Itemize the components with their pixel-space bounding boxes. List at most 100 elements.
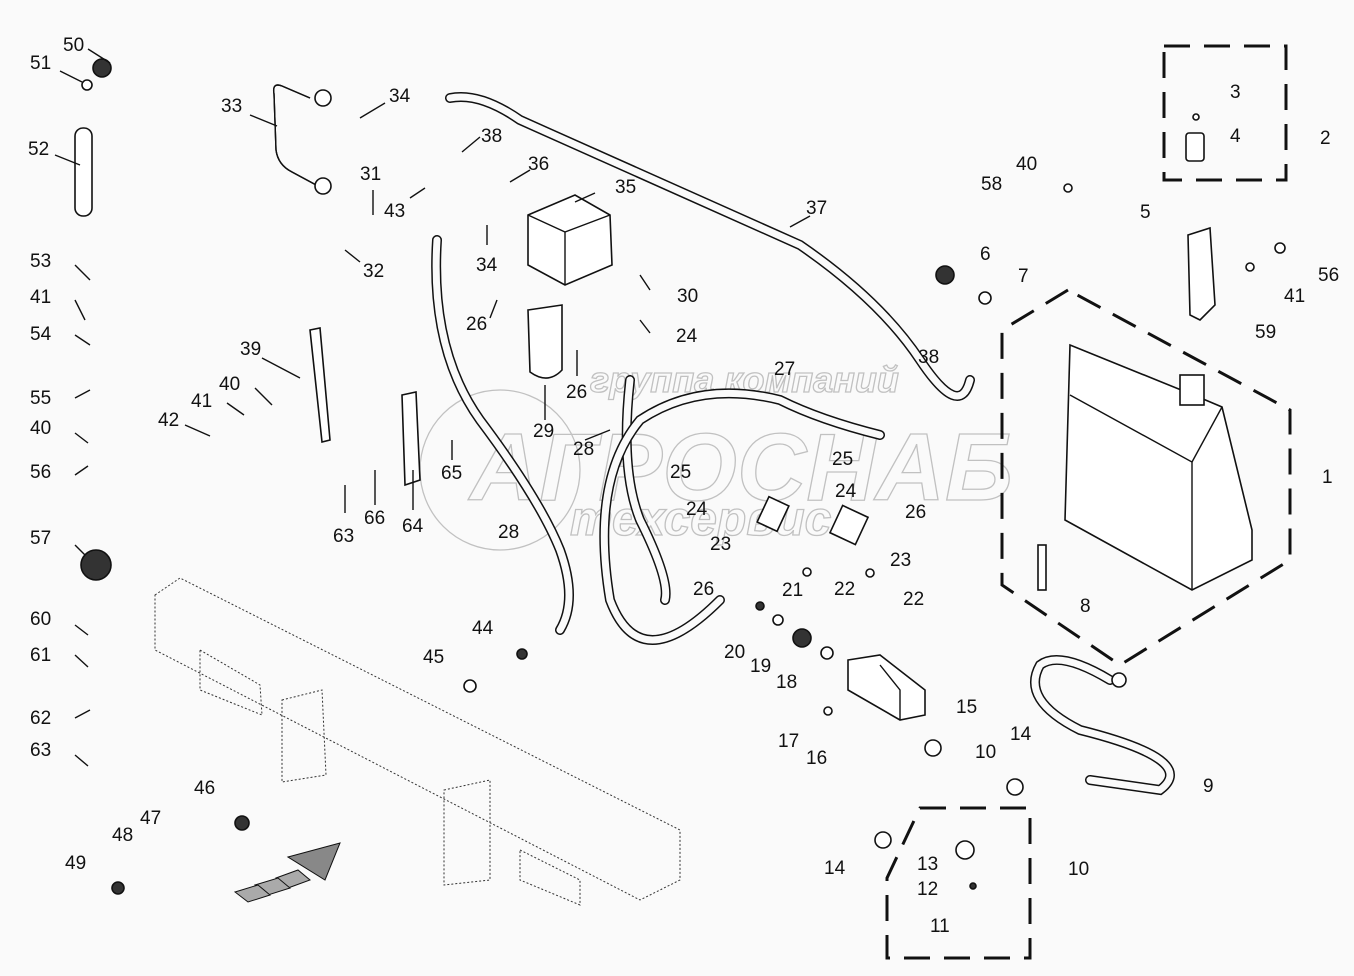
callout-56-a[interactable]: 56 — [30, 462, 51, 483]
callout-14-lower[interactable]: 14 — [824, 858, 846, 879]
callout-13[interactable]: 13 — [917, 854, 938, 875]
callout-55[interactable]: 55 — [30, 388, 51, 409]
direction-arrow — [233, 842, 341, 903]
callout-43[interactable]: 43 — [384, 201, 405, 222]
frame-rear-beam — [154, 577, 681, 906]
callout-61[interactable]: 61 — [30, 645, 51, 666]
callout-63-a[interactable]: 63 — [30, 740, 51, 761]
callout-25-a[interactable]: 25 — [670, 462, 691, 483]
callout-10-pump[interactable]: 10 — [975, 742, 996, 763]
callout-64[interactable]: 64 — [402, 516, 424, 537]
bracket-59 — [1187, 226, 1216, 321]
callout-35[interactable]: 35 — [615, 177, 636, 198]
callout-24-b[interactable]: 24 — [686, 499, 708, 520]
callout-41-b[interactable]: 41 — [30, 287, 51, 308]
callout-labels: 1 2 3 4 5 6 7 8 9 10 10 11 12 13 14 14 1… — [28, 35, 1339, 937]
watermark-line2: АГРОСНАБ — [468, 414, 1013, 521]
callout-44[interactable]: 44 — [472, 618, 494, 639]
callout-48[interactable]: 48 — [112, 825, 133, 846]
callout-3[interactable]: 3 — [1230, 82, 1241, 103]
callout-51[interactable]: 51 — [30, 53, 51, 74]
callout-28-b[interactable]: 28 — [498, 522, 519, 543]
callout-29[interactable]: 29 — [533, 421, 554, 442]
sight-gauge — [1037, 544, 1047, 591]
callout-34-b[interactable]: 34 — [476, 255, 498, 276]
callout-26-b[interactable]: 26 — [566, 382, 587, 403]
callout-10-box[interactable]: 10 — [1068, 859, 1089, 880]
bracket-39 — [309, 327, 331, 443]
callout-23-a[interactable]: 23 — [710, 534, 731, 555]
hydraulic-tank — [1037, 343, 1253, 591]
callout-56-b[interactable]: 56 — [1318, 265, 1339, 286]
callout-24-a[interactable]: 24 — [676, 326, 698, 347]
callout-30[interactable]: 30 — [677, 286, 698, 307]
callout-23-b[interactable]: 23 — [890, 550, 911, 571]
callout-47[interactable]: 47 — [140, 808, 161, 829]
callout-53[interactable]: 53 — [30, 251, 51, 272]
callout-28-a[interactable]: 28 — [573, 439, 594, 460]
callout-20[interactable]: 20 — [724, 642, 745, 663]
filter-29 — [527, 304, 563, 379]
callout-65[interactable]: 65 — [441, 463, 462, 484]
callout-21[interactable]: 21 — [782, 580, 803, 601]
callout-39[interactable]: 39 — [240, 339, 261, 360]
callout-42[interactable]: 42 — [158, 410, 179, 431]
callout-25-b[interactable]: 25 — [832, 449, 853, 470]
callout-60[interactable]: 60 — [30, 609, 51, 630]
callout-33[interactable]: 33 — [221, 96, 242, 117]
callout-36[interactable]: 36 — [528, 154, 549, 175]
hydraulic-pump-15 — [847, 654, 926, 721]
callout-8[interactable]: 8 — [1080, 596, 1091, 617]
callout-22-b[interactable]: 22 — [903, 589, 924, 610]
callout-18[interactable]: 18 — [776, 672, 797, 693]
assembly-box-2 — [1162, 44, 1288, 182]
callout-11[interactable]: 11 — [930, 916, 950, 937]
block-23b — [828, 504, 870, 546]
callout-41-a[interactable]: 41 — [191, 391, 212, 412]
callout-54[interactable]: 54 — [30, 324, 52, 345]
callout-7[interactable]: 7 — [1018, 266, 1029, 287]
callout-5[interactable]: 5 — [1140, 202, 1151, 223]
callout-63-b[interactable]: 63 — [333, 526, 354, 547]
callout-2[interactable]: 2 — [1320, 128, 1331, 149]
callout-34-a[interactable]: 34 — [389, 86, 411, 107]
callout-12[interactable]: 12 — [917, 879, 938, 900]
callout-40-a[interactable]: 40 — [219, 374, 240, 395]
callout-52[interactable]: 52 — [28, 139, 49, 160]
callout-19[interactable]: 19 — [750, 656, 771, 677]
watermark: группа компаний АГРОСНАБ техсервис — [419, 358, 1014, 551]
callout-59[interactable]: 59 — [1255, 322, 1276, 343]
assembly-box-10 — [885, 806, 1032, 960]
callout-27[interactable]: 27 — [774, 359, 795, 380]
callout-22-a[interactable]: 22 — [834, 579, 855, 600]
callout-57[interactable]: 57 — [30, 528, 51, 549]
assembly-box-1 — [1000, 288, 1292, 667]
callout-32[interactable]: 32 — [363, 261, 384, 282]
callout-58[interactable]: 58 — [981, 174, 1002, 195]
callout-26-a[interactable]: 26 — [466, 314, 487, 335]
callout-66[interactable]: 66 — [364, 508, 385, 529]
callout-26-d[interactable]: 26 — [905, 502, 926, 523]
callout-16[interactable]: 16 — [806, 748, 827, 769]
callout-50[interactable]: 50 — [63, 35, 84, 56]
callout-15[interactable]: 15 — [956, 697, 977, 718]
callout-45[interactable]: 45 — [423, 647, 444, 668]
callout-49[interactable]: 49 — [65, 853, 86, 874]
callout-4[interactable]: 4 — [1230, 126, 1241, 147]
callout-38-b[interactable]: 38 — [918, 347, 939, 368]
callout-40-b[interactable]: 40 — [30, 418, 51, 439]
callout-40-c[interactable]: 40 — [1016, 154, 1037, 175]
callout-24-c[interactable]: 24 — [835, 481, 857, 502]
callout-37[interactable]: 37 — [806, 198, 827, 219]
callout-9[interactable]: 9 — [1203, 776, 1214, 797]
callout-26-c[interactable]: 26 — [693, 579, 714, 600]
callout-14-upper[interactable]: 14 — [1010, 724, 1032, 745]
callout-46[interactable]: 46 — [194, 778, 215, 799]
callout-17[interactable]: 17 — [778, 731, 799, 752]
callout-6[interactable]: 6 — [980, 244, 991, 265]
callout-41-c[interactable]: 41 — [1284, 286, 1305, 307]
callout-62[interactable]: 62 — [30, 708, 51, 729]
callout-31[interactable]: 31 — [360, 164, 381, 185]
callout-1[interactable]: 1 — [1322, 467, 1333, 488]
callout-38-a[interactable]: 38 — [481, 126, 502, 147]
